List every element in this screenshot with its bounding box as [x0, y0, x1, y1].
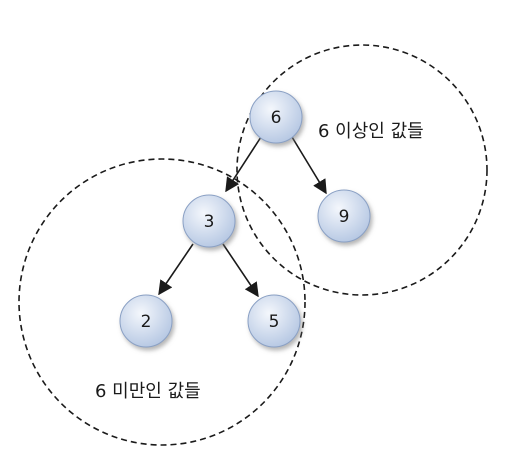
tree-node-label: 3	[204, 212, 215, 232]
tree-node-5: 5	[247, 294, 301, 348]
tree-node-2: 2	[119, 294, 173, 348]
tree-node-6: 6	[249, 90, 303, 144]
tree-node-label: 6	[271, 108, 282, 128]
tree-node-9: 9	[317, 189, 371, 243]
lower-region-label: 6 미만인 값들	[95, 381, 201, 402]
tree-node-3: 3	[182, 194, 236, 248]
edge-3-5	[222, 243, 259, 298]
upper-region-circle	[236, 44, 488, 296]
lower-region-circle	[18, 158, 306, 446]
edge-3-2	[158, 243, 194, 296]
edge-6-3	[225, 136, 262, 193]
edge-6-9	[291, 136, 327, 195]
tree-node-label: 9	[339, 207, 350, 227]
tree-node-label: 2	[141, 312, 152, 332]
upper-region-label: 6 이상인 값들	[318, 121, 424, 142]
tree-node-label: 5	[269, 312, 280, 332]
